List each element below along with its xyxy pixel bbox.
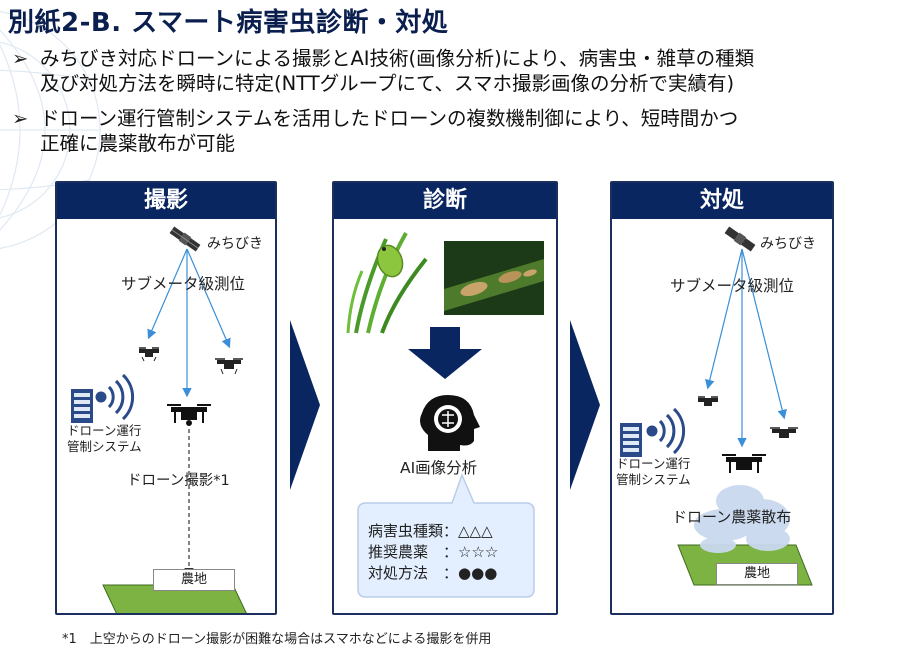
bullet-text: 正確に農薬散布が可能 xyxy=(40,132,236,155)
diagnosis-diagram xyxy=(346,232,544,598)
panel-capture: 撮影 xyxy=(55,181,277,615)
satellite-label: みちびき xyxy=(207,236,263,252)
control-system-line: ドローン運行 xyxy=(67,423,142,438)
flow-arrow xyxy=(290,320,320,490)
ai-head-icon xyxy=(420,395,480,451)
insect-photo xyxy=(346,232,428,334)
result-row: 病害虫種類：△△△ xyxy=(368,521,493,542)
positioning-label: サブメータ級測位 xyxy=(670,277,795,295)
result-value: ：△△△ xyxy=(443,522,493,540)
control-system-line: 管制システム xyxy=(616,472,691,487)
panel-header: 対処 xyxy=(612,183,832,219)
drone-capture-label: ドローン撮影*1 xyxy=(127,473,230,489)
wireless-signal-icon xyxy=(646,407,686,455)
footnote: *1 上空からのドローン撮影が困難な場合はスマホなどによる撮影を併用 xyxy=(62,632,492,647)
bullet-item-2: ➢ ドローン運行管制システムを活用したドローンの複数機制御により、短時間かつ 正確… xyxy=(12,106,738,156)
result-callout xyxy=(357,472,535,598)
result-label: 対処方法 xyxy=(368,564,429,582)
control-system-label: ドローン運行 管制システム xyxy=(67,423,142,455)
panel-treatment: 対処 xyxy=(610,181,834,615)
bullet-text: ドローン運行管制システムを活用したドローンの複数機制御により、短時間かつ xyxy=(40,107,739,130)
result-value: ：●●● xyxy=(443,564,498,582)
panel-diagnosis: 診断 xyxy=(332,181,558,615)
panel-header: 診断 xyxy=(334,183,556,219)
farmland-label: 農地 xyxy=(153,569,235,591)
drone-camera-icon xyxy=(167,404,211,426)
drone-icon xyxy=(770,427,798,438)
bullet-arrow-icon: ➢ xyxy=(12,107,29,130)
result-value: ：☆☆☆ xyxy=(443,543,499,561)
wireless-signal-icon xyxy=(95,373,135,421)
drone-icon xyxy=(215,358,243,375)
bullet-text: みちびき対応ドローンによる撮影とAI技術(画像分析)により、病害虫・雑草の種類 xyxy=(40,47,755,70)
control-system-line: ドローン運行 xyxy=(616,456,691,471)
diseased-leaf-photo xyxy=(444,241,544,315)
bullet-text: 及び対処方法を瞬時に特定(NTTグループにて、スマホ撮影画像の分析で実績有) xyxy=(40,72,735,95)
farmland-label: 農地 xyxy=(716,563,798,585)
result-row: 推奨農薬 ：☆☆☆ xyxy=(368,542,498,563)
satellite-label: みちびき xyxy=(760,236,816,252)
server-icon xyxy=(620,423,642,457)
control-system-line: 管制システム xyxy=(67,439,142,454)
drone-icon xyxy=(698,396,718,406)
panel-header: 撮影 xyxy=(57,183,275,219)
drone-icon xyxy=(139,347,159,362)
pesticide-mist-cloud xyxy=(694,485,790,553)
server-icon xyxy=(71,389,93,423)
control-system-label: ドローン運行 管制システム xyxy=(616,456,691,488)
page-title: 別紙2-B. スマート病害虫診断・対処 xyxy=(8,8,449,38)
result-label: 推奨農薬 xyxy=(368,543,429,561)
ai-analysis-label: AI画像分析 xyxy=(400,459,478,477)
down-arrow-icon xyxy=(408,327,482,379)
satellite-icon xyxy=(169,226,201,252)
drone-icon xyxy=(722,454,766,473)
result-row: 対処方法 ：●●● xyxy=(368,563,497,584)
flow-arrow xyxy=(570,320,600,490)
positioning-label: サブメータ級測位 xyxy=(121,275,246,293)
result-label: 病害虫種類 xyxy=(368,522,444,540)
bullet-item-1: ➢ みちびき対応ドローンによる撮影とAI技術(画像分析)により、病害虫・雑草の種類… xyxy=(12,46,754,96)
spraying-label: ドローン農薬散布 xyxy=(672,508,792,526)
capture-diagram xyxy=(71,226,247,613)
bullet-arrow-icon: ➢ xyxy=(12,47,29,70)
satellite-icon xyxy=(724,226,756,252)
